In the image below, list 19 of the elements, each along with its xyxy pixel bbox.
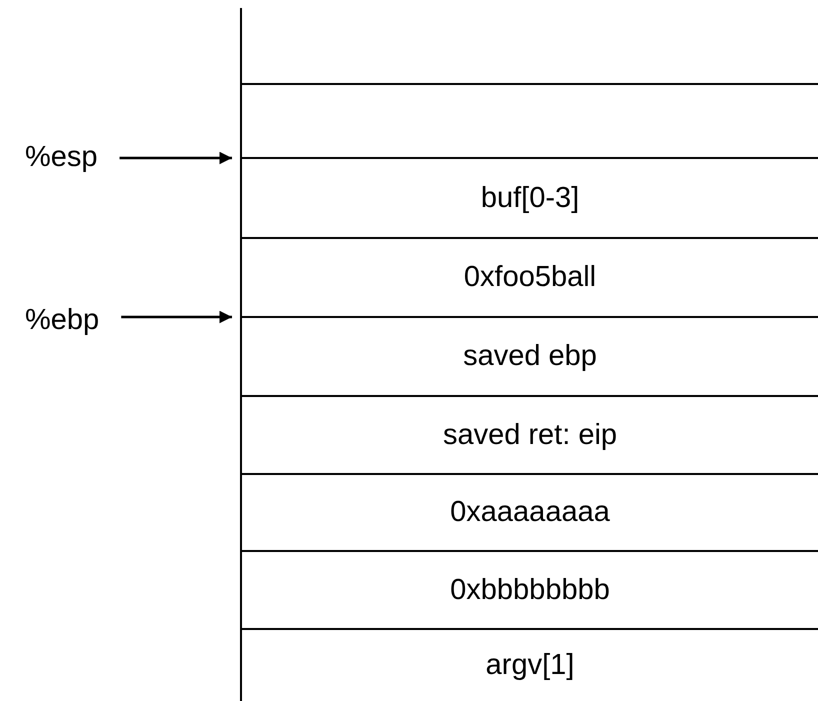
stack-slot bbox=[240, 316, 818, 395]
stack-slot bbox=[240, 473, 818, 550]
slot-text: saved ebp bbox=[463, 340, 597, 373]
arrow bbox=[120, 152, 232, 164]
register-label: %esp bbox=[25, 143, 98, 172]
slot-text: saved ret: eip bbox=[442, 418, 618, 452]
arrow bbox=[121, 310, 232, 324]
stack-slot bbox=[240, 550, 818, 628]
register-label: %ebp bbox=[25, 306, 100, 335]
stack-slot bbox=[240, 237, 818, 316]
stack-slot bbox=[240, 157, 818, 237]
slot-text: buf[0-3] bbox=[480, 182, 580, 214]
slot-text: 0xaaaaaaaa bbox=[450, 496, 610, 529]
stack-slot bbox=[240, 628, 818, 701]
stack-slot bbox=[240, 395, 818, 473]
slot-text: 0xfoo5ball bbox=[464, 261, 596, 294]
slot-text: argv[1] bbox=[486, 649, 574, 682]
empty-stack-slot bbox=[240, 83, 818, 157]
slot-text: 0xbbbbbbbb bbox=[450, 574, 610, 606]
